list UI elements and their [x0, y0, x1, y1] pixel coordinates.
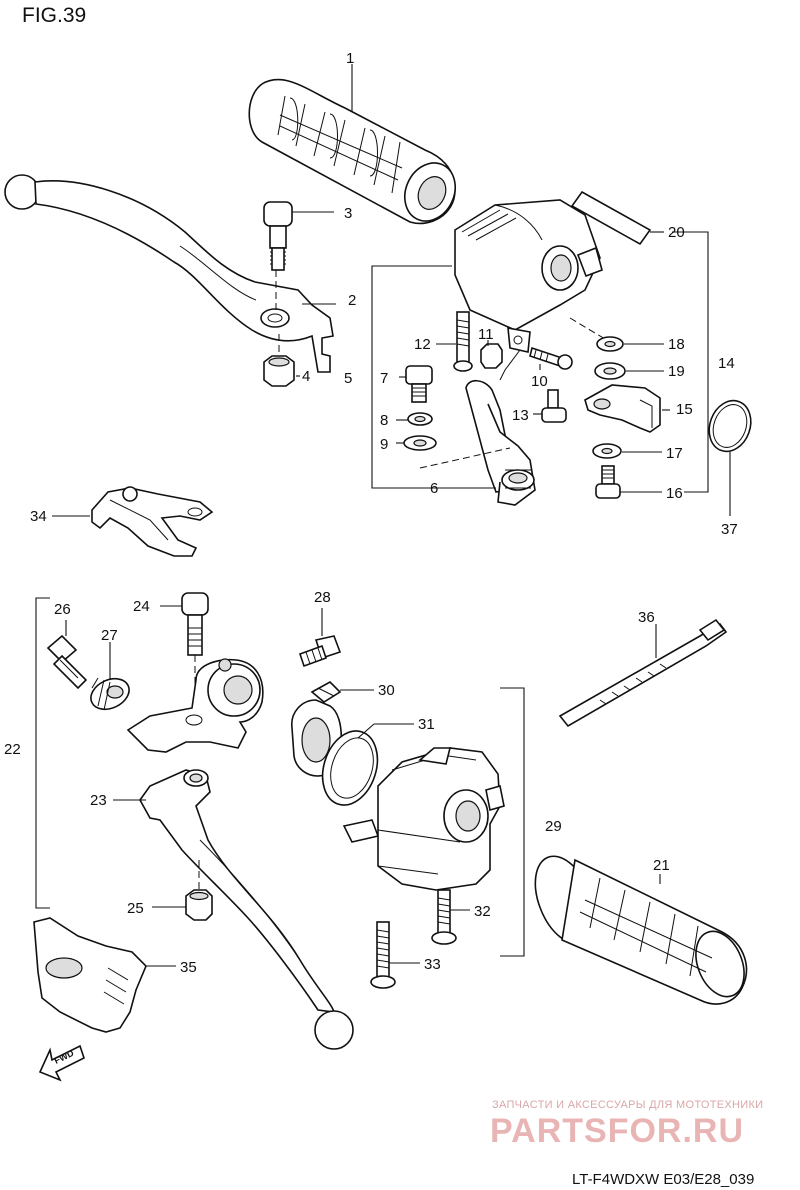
callout-32: 32	[474, 903, 491, 920]
callout-15: 15	[676, 401, 693, 418]
part-27-adjuster	[90, 677, 130, 711]
callout-11: 11	[478, 326, 494, 343]
group-brackets	[35, 231, 709, 957]
callout-30: 30	[378, 682, 395, 699]
part-17-washer	[592, 443, 622, 459]
part-18-washer	[596, 336, 624, 352]
part-9-washer	[403, 435, 437, 451]
part-37-o-ring	[708, 399, 752, 453]
callout-1: 1	[346, 50, 354, 67]
part-11-nut	[480, 343, 503, 369]
part-19-washer	[594, 362, 626, 380]
part-8-washer	[407, 412, 433, 426]
part-21-grip	[534, 855, 748, 1005]
callout-17: 17	[666, 445, 683, 462]
part-33-screw	[370, 921, 396, 989]
callout-10: 10	[531, 373, 548, 390]
part-23-lever	[139, 769, 354, 1050]
callout-22: 22	[4, 741, 21, 758]
callout-20: 20	[668, 224, 685, 241]
callout-18: 18	[668, 336, 685, 353]
callout-6: 6	[430, 480, 438, 497]
part-7-screw	[405, 365, 433, 403]
callout-21: 21	[653, 857, 670, 874]
part-22-perch	[126, 658, 264, 753]
callout-27: 27	[101, 627, 118, 644]
callout-35: 35	[180, 959, 197, 976]
fwd-arrow-icon: FWD	[38, 1044, 85, 1082]
part-24-bolt	[181, 592, 209, 656]
callout-19: 19	[668, 363, 685, 380]
part-1-grip	[248, 78, 456, 225]
callout-2: 2	[348, 292, 356, 309]
part-2-lever	[4, 174, 334, 373]
part-26-screw	[46, 634, 88, 690]
watermark: ЗАПЧАСТИ И АКСЕССУАРЫ ДЛЯ МОТОТЕХНИКИ PA…	[490, 1099, 763, 1150]
part-29-switch-housing	[342, 747, 505, 891]
callout-12: 12	[414, 336, 431, 353]
callout-26: 26	[54, 601, 71, 618]
part-3-bolt	[263, 201, 293, 271]
callout-31: 31	[418, 716, 435, 733]
callout-24: 24	[133, 598, 150, 615]
part-36-strap	[558, 618, 728, 728]
part-13-pin	[541, 389, 567, 423]
part-4-nut	[263, 355, 295, 387]
part-34-bracket	[91, 486, 214, 557]
callout-16: 16	[666, 485, 683, 502]
part-35-cover	[33, 917, 147, 1033]
callout-4: 4	[302, 368, 310, 385]
callout-37: 37	[721, 521, 738, 538]
callout-29: 29	[545, 818, 562, 835]
callout-14: 14	[718, 355, 735, 372]
callout-5: 5	[344, 370, 352, 387]
callout-25: 25	[127, 900, 144, 917]
callout-23: 23	[90, 792, 107, 809]
watermark-brand: PARTSFOR.RU	[490, 1112, 744, 1150]
part-16-screw	[595, 465, 621, 499]
watermark-tagline: ЗАПЧАСТИ И АКСЕССУАРЫ ДЛЯ МОТОТЕХНИКИ	[492, 1099, 763, 1111]
callout-34: 34	[30, 508, 47, 525]
callout-7: 7	[380, 370, 388, 387]
part-14-switch-housing	[454, 199, 603, 381]
callout-33: 33	[424, 956, 441, 973]
callout-28: 28	[314, 589, 331, 606]
part-31-ring	[321, 730, 379, 806]
callout-9: 9	[380, 436, 388, 453]
part-15-throttle-case	[584, 384, 661, 433]
part-12-screw	[453, 311, 473, 372]
part-20-label-plate	[570, 190, 652, 246]
part-28-bolt	[298, 635, 342, 668]
callout-36: 36	[638, 609, 655, 626]
callout-8: 8	[380, 412, 388, 429]
part-10-screw	[529, 346, 573, 370]
part-25-nut	[185, 889, 213, 921]
leader-lines	[52, 64, 731, 967]
part-6-throttle	[465, 379, 536, 506]
part-32-screw	[431, 889, 457, 945]
callout-numbers: 1 2 3 4 5 6 7 8 9 10 11 12 13 14 15 16 1…	[4, 50, 738, 976]
callout-3: 3	[344, 205, 352, 222]
figure-title: FIG.39	[22, 4, 86, 27]
figure-code: LT-F4WDXW E03/E28_039	[572, 1171, 754, 1188]
callout-13: 13	[512, 407, 529, 424]
